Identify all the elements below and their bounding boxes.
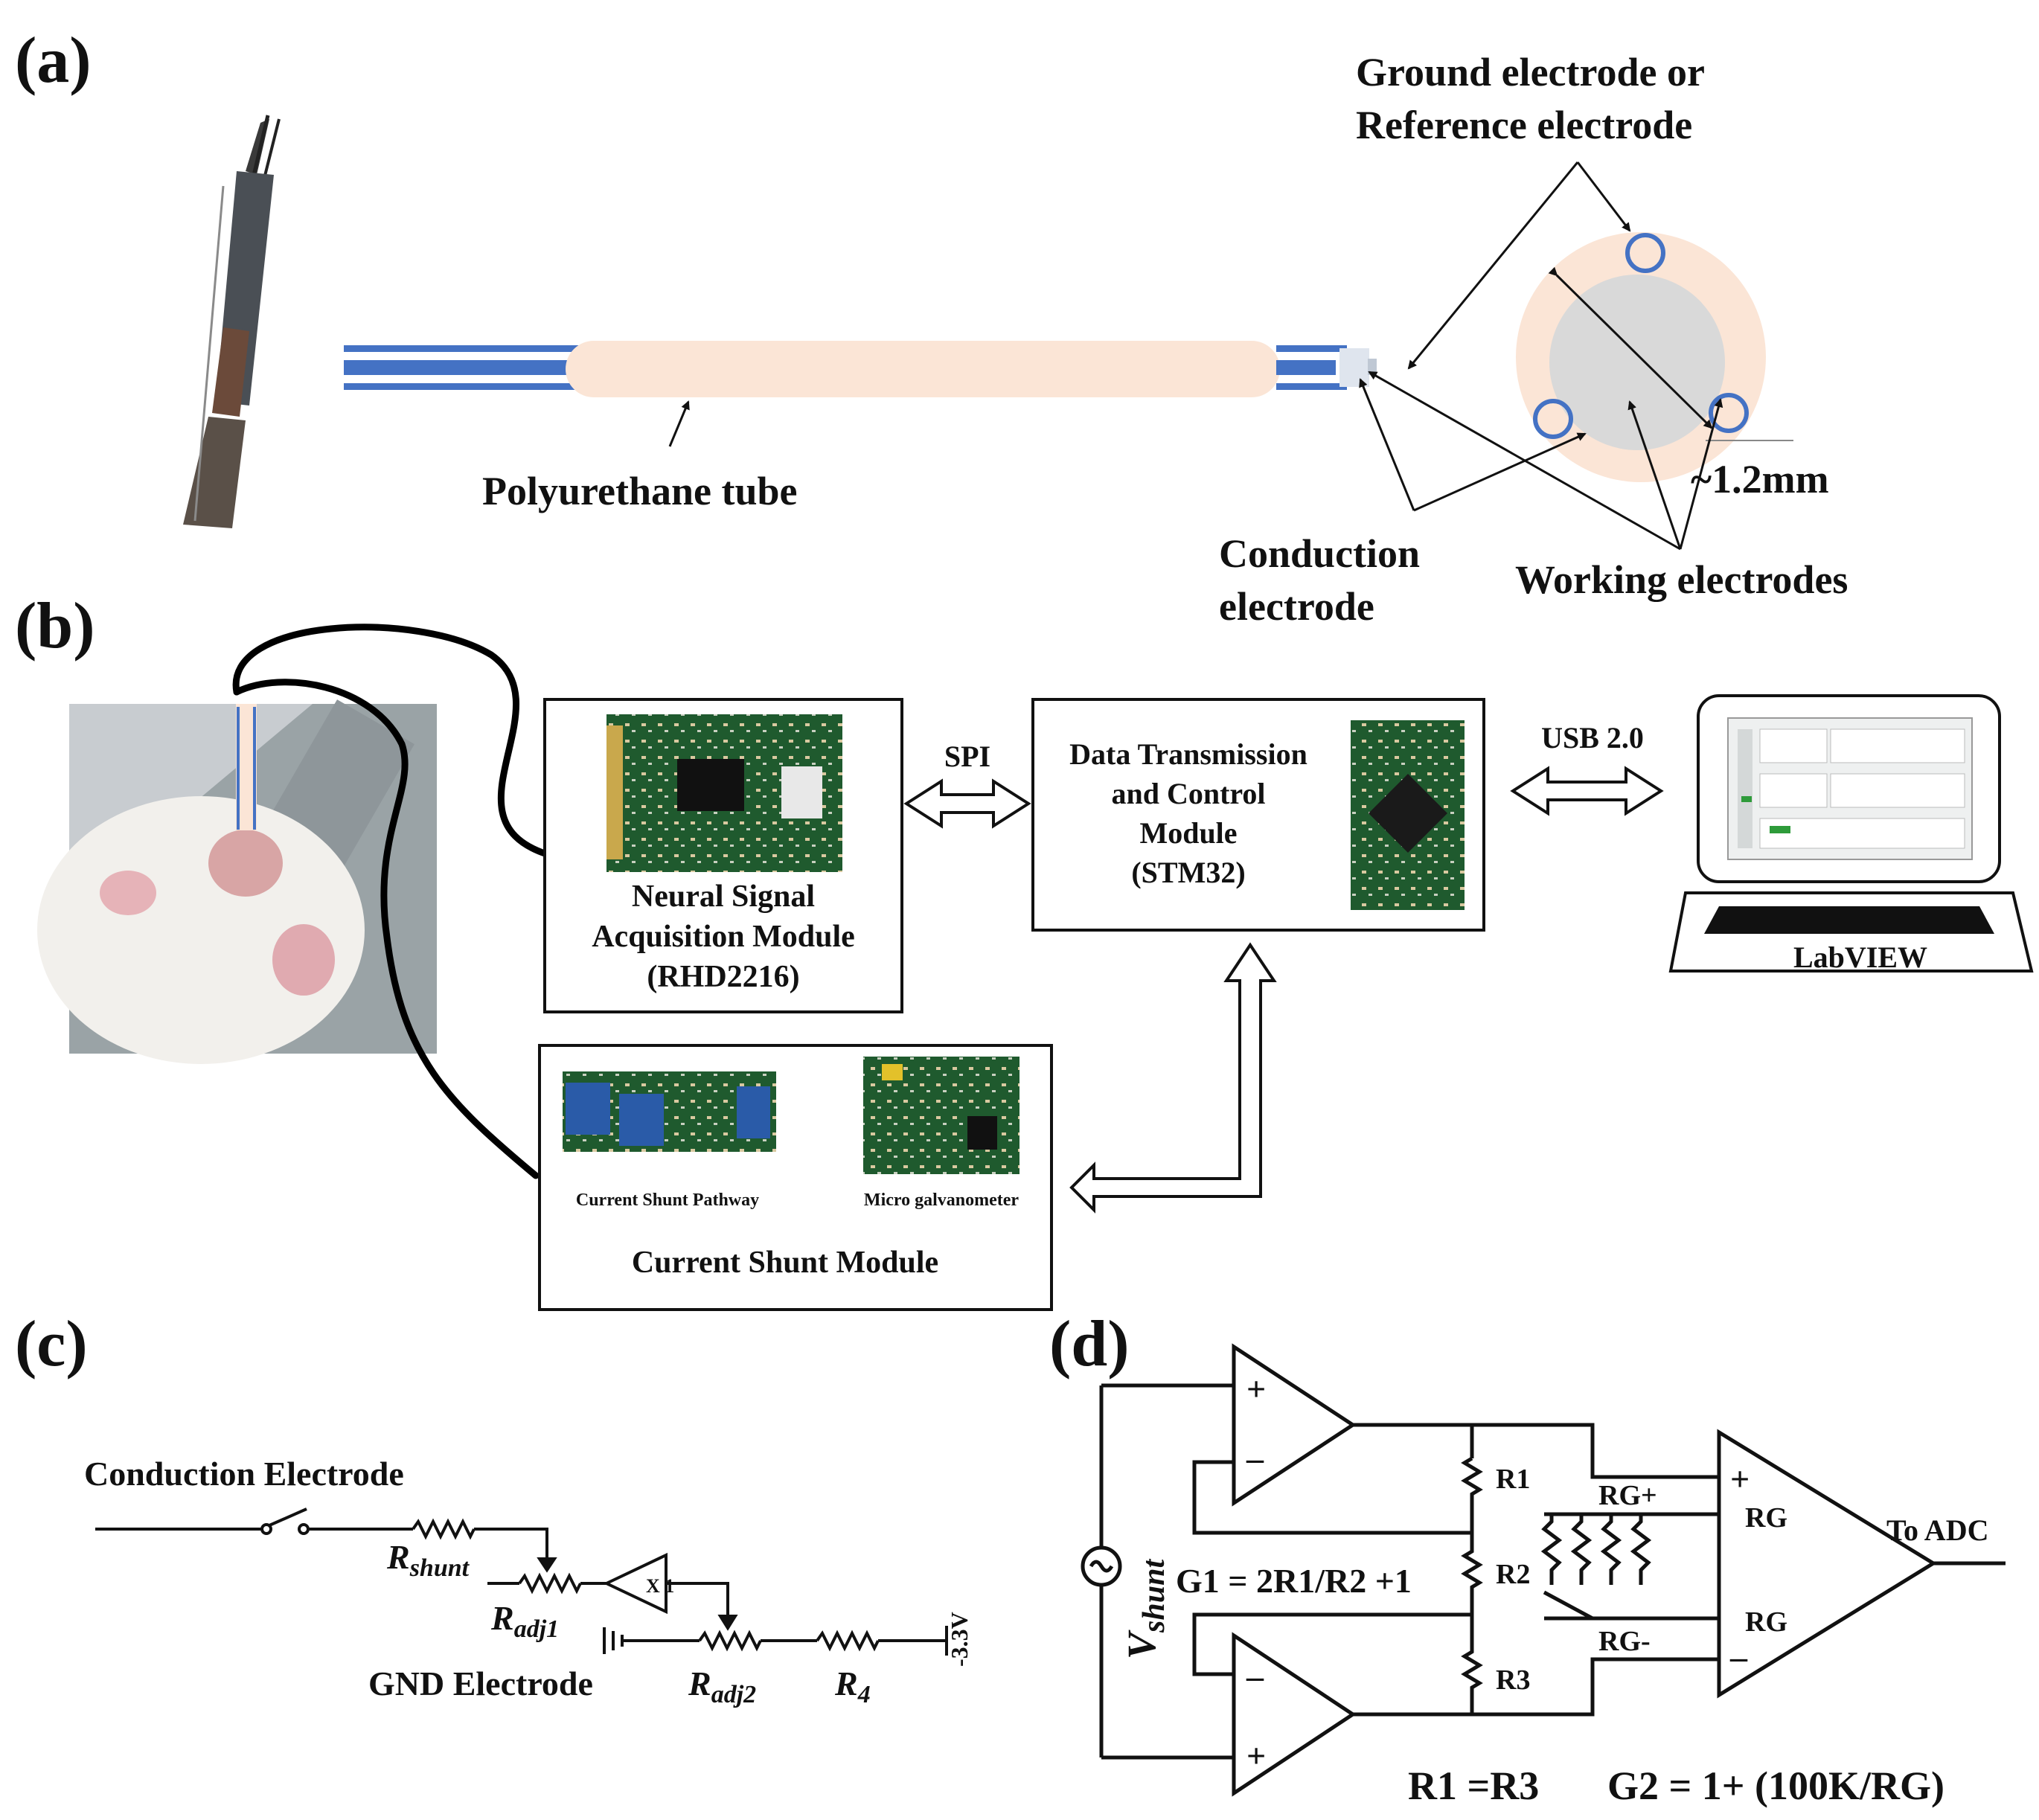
rg-resistor-2 bbox=[1570, 1514, 1593, 1585]
vshunt-label: Vshunt bbox=[1119, 1559, 1171, 1659]
panel-label-b: (b) bbox=[15, 590, 95, 662]
nsam-line1: Neural Signal bbox=[632, 879, 815, 914]
rg-resistor-4 bbox=[1630, 1514, 1652, 1585]
spi-arrow bbox=[903, 778, 1031, 829]
spi-label: SPI bbox=[944, 740, 990, 773]
buffer-label: X 1 bbox=[646, 1575, 674, 1597]
nsam-line3: (RHD2216) bbox=[647, 960, 799, 994]
rat-photo bbox=[37, 699, 437, 1064]
data-transmission-module: Data Transmission and Control Module (ST… bbox=[1031, 698, 1485, 932]
supply-label: -3.3V bbox=[946, 1612, 973, 1667]
rg-resistor-3 bbox=[1600, 1514, 1622, 1585]
opamp1-minus: – bbox=[1246, 1439, 1264, 1477]
ground-label-line1: Ground electrode or bbox=[1356, 50, 1705, 94]
opamp2-minus: – bbox=[1246, 1657, 1264, 1695]
r2-resistor bbox=[1461, 1533, 1483, 1615]
panel-a: Ground electrode or Reference electrode … bbox=[183, 50, 1848, 629]
opamp1-plus: + bbox=[1246, 1370, 1266, 1408]
nsam-line2: Acquisition Module bbox=[592, 920, 855, 954]
rg-bot-label: RG bbox=[1745, 1606, 1787, 1638]
opamp-1 bbox=[1232, 1343, 1357, 1507]
panel-c: Conduction Electrode Rshu bbox=[84, 1455, 973, 1708]
pointer-lines-a bbox=[668, 161, 1723, 551]
probe-photo bbox=[183, 115, 281, 528]
conduction-label-line2: electrode bbox=[1219, 584, 1374, 629]
opamp3-plus: + bbox=[1730, 1460, 1750, 1498]
opamp-2 bbox=[1232, 1632, 1357, 1797]
panel-b: Neural Signal Acquisition Module (RHD221… bbox=[37, 624, 2034, 1311]
usb-arrow bbox=[1510, 766, 1664, 816]
cables bbox=[232, 624, 551, 1179]
working-label: Working electrodes bbox=[1515, 557, 1848, 602]
r-adj2-resistor bbox=[698, 1630, 762, 1652]
r3-resistor bbox=[1353, 1615, 1483, 1717]
panel-label-d: (d) bbox=[1049, 1308, 1130, 1380]
gnd-electrode-label: GND Electrode bbox=[368, 1664, 593, 1702]
panel-label-c: (c) bbox=[15, 1308, 88, 1380]
usb-label: USB 2.0 bbox=[1541, 721, 1644, 754]
labview-label: LabVIEW bbox=[1793, 941, 1927, 974]
r-shunt-resistor bbox=[412, 1518, 476, 1540]
rg-resistor-1 bbox=[1540, 1514, 1563, 1585]
r2-label: R2 bbox=[1496, 1559, 1530, 1590]
dtc-line1: Data Transmission bbox=[1069, 737, 1307, 771]
cross-section bbox=[1516, 232, 1793, 482]
ground-label-line2: Reference electrode bbox=[1356, 103, 1692, 147]
r-adj2-label: Radj2 bbox=[688, 1664, 756, 1708]
opamp2-plus: + bbox=[1246, 1737, 1266, 1775]
opamp3-minus: – bbox=[1729, 1638, 1748, 1676]
switch-contact-left bbox=[260, 1523, 272, 1535]
neural-signal-module: Neural Signal Acquisition Module (RHD221… bbox=[543, 698, 903, 1013]
dtc-line2: and Control bbox=[1111, 777, 1265, 810]
current-shunt-module: Current Shunt Pathway Micro galvanometer… bbox=[538, 1044, 1053, 1311]
dtc-line4: (STM32) bbox=[1131, 856, 1245, 889]
to-adc-label: To ADC bbox=[1886, 1513, 1988, 1547]
opamp-3 bbox=[1717, 1429, 1937, 1699]
r1-resistor bbox=[1461, 1456, 1483, 1533]
micro-galvanometer-label: Micro galvanometer bbox=[864, 1191, 1019, 1210]
dtc-line3: Module bbox=[1139, 816, 1237, 850]
dimension-label: ~1.2mm bbox=[1691, 457, 1829, 502]
g2-formula: G2 = 1+ (100K/RG) bbox=[1607, 1763, 1944, 1808]
r-shunt-label: Rshunt bbox=[386, 1538, 470, 1582]
circuit-d bbox=[1081, 1343, 2006, 1797]
g1-formula: G1 = 2R1/R2 +1 bbox=[1176, 1562, 1412, 1600]
polyurethane-tube-drawing bbox=[342, 341, 1377, 397]
rg-minus-label: RG- bbox=[1598, 1626, 1651, 1657]
r-adj1-resistor bbox=[518, 1572, 582, 1595]
shunt-pathway-label: Current Shunt Pathway bbox=[576, 1191, 759, 1210]
circuit-c bbox=[95, 1507, 948, 1656]
rg-selector bbox=[1543, 1590, 1594, 1621]
switch-blade bbox=[269, 1507, 307, 1527]
diameter-arrow bbox=[1548, 266, 1713, 429]
tube-label: Polyurethane tube bbox=[482, 469, 798, 513]
panel-d: + – – + + – R1 R2 R3 RG+ RG- RG RG To AD… bbox=[1081, 1343, 2006, 1808]
control-arrow bbox=[1069, 942, 1277, 1214]
r1r3-formula: R1 =R3 bbox=[1408, 1763, 1539, 1808]
r1-label: R1 bbox=[1496, 1464, 1530, 1495]
r3-label: R3 bbox=[1496, 1664, 1530, 1696]
panel-label-a: (a) bbox=[15, 25, 92, 97]
laptop-icon: LabVIEW bbox=[1668, 694, 2034, 974]
csm-label: Current Shunt Module bbox=[632, 1246, 938, 1280]
switch-contact-right bbox=[298, 1523, 310, 1535]
rg-top-label: RG bbox=[1745, 1502, 1787, 1534]
conduction-electrode-label: Conduction Electrode bbox=[84, 1455, 404, 1493]
r-adj1-label: Radj1 bbox=[490, 1599, 559, 1643]
conduction-label-line1: Conduction bbox=[1219, 531, 1420, 576]
r4-resistor bbox=[816, 1630, 880, 1652]
r4-label: R4 bbox=[834, 1664, 871, 1708]
rg-plus-label: RG+ bbox=[1598, 1480, 1657, 1511]
